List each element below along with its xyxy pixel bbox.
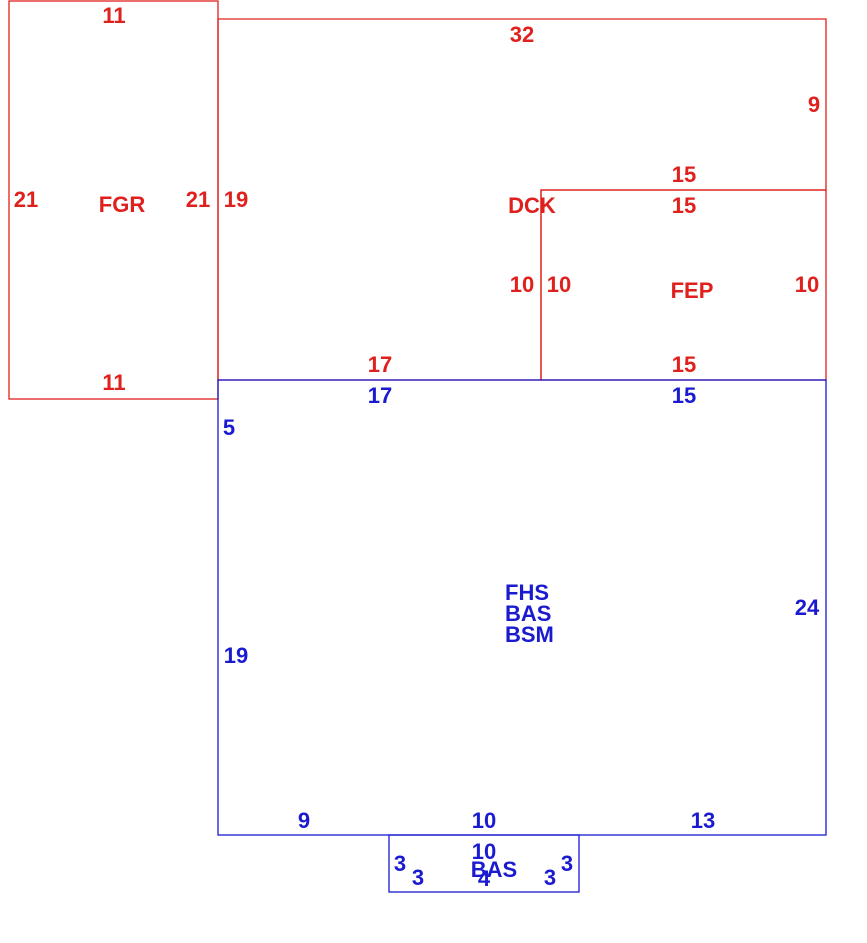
main-top-left-dimension: 17 bbox=[368, 383, 392, 408]
bay-left-inner-dimension: 3 bbox=[412, 865, 424, 890]
bay-area-code: BAS bbox=[471, 857, 517, 882]
dck-left-dimension: 19 bbox=[224, 187, 248, 212]
fgr-right-dimension: 21 bbox=[186, 187, 210, 212]
main-bottom-left-dimension: 9 bbox=[298, 808, 310, 833]
dck-inner-horizontal-dimension: 15 bbox=[672, 162, 696, 187]
main-right-dimension: 24 bbox=[795, 595, 820, 620]
main-area-code-2: BAS bbox=[505, 601, 551, 626]
main-area-code-1: FHS bbox=[505, 580, 549, 605]
main-left-upper-dimension: 5 bbox=[223, 415, 235, 440]
bay-bottom-dimension: 4 bbox=[478, 866, 491, 891]
fep-right-dimension: 10 bbox=[795, 272, 819, 297]
fep-bottom-dimension: 15 bbox=[672, 352, 696, 377]
bay-right-outer-dimension: 3 bbox=[561, 851, 573, 876]
bay-left-outer-dimension: 3 bbox=[394, 851, 406, 876]
bay-right-inner-dimension: 3 bbox=[544, 865, 556, 890]
fep-area-code: FEP bbox=[671, 278, 714, 303]
fgr-bottom-dimension: 11 bbox=[102, 370, 125, 395]
dck-inner-vertical-dimension: 10 bbox=[510, 272, 534, 297]
main-left-lower-dimension: 19 bbox=[224, 643, 248, 668]
bay-top-dimension: 10 bbox=[472, 839, 496, 864]
dck-bottom-dimension: 17 bbox=[368, 352, 392, 377]
main-bottom-mid-dimension: 10 bbox=[472, 808, 496, 833]
main-bottom-right-dimension: 13 bbox=[691, 808, 715, 833]
fgr-left-dimension: 21 bbox=[14, 187, 38, 212]
main-top-right-dimension: 15 bbox=[672, 383, 696, 408]
dck-right-dimension: 9 bbox=[808, 92, 820, 117]
dck-top-dimension: 32 bbox=[510, 22, 534, 47]
fep-top-dimension: 15 bbox=[672, 193, 696, 218]
fgr-top-dimension: 11 bbox=[102, 3, 125, 28]
main-area-code-3: BSM bbox=[505, 622, 554, 647]
fep-left-dimension: 10 bbox=[547, 272, 571, 297]
fgr-area-code: FGR bbox=[99, 192, 146, 217]
bay-outline bbox=[388, 834, 580, 893]
dck-area-code: DCK bbox=[508, 193, 556, 218]
